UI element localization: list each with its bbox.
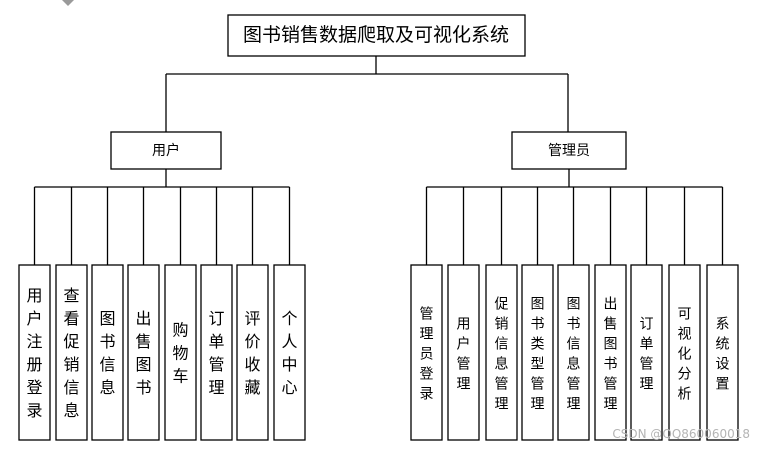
root-label: 图书销售数据爬取及可视化系统 [243, 24, 509, 46]
user-function-group: 用户注册登录 查看促销信息 图书信息 出售图书 购物车 订单管理 评价收藏 个人中心 [18, 186, 306, 441]
admin-item-label: 用户管理 [457, 317, 471, 393]
user-item-box [164, 264, 197, 441]
user-item-box [200, 264, 233, 441]
admin-item-box [485, 264, 518, 441]
admin-label: 管理员 [548, 143, 590, 159]
corner-fragment [62, 0, 74, 6]
admin-box [511, 131, 627, 170]
user-item-box [236, 264, 269, 441]
user-item-label: 用户注册登录 [26, 286, 42, 420]
admin-item-label: 系统设置 [716, 317, 730, 393]
admin-item-label: 图书类型管理 [531, 297, 545, 413]
admin-item-label: 管理员登录 [420, 307, 434, 403]
admin-item-box [447, 264, 480, 441]
user-item-box [273, 264, 306, 441]
admin-item-box [594, 264, 627, 441]
user-item-label: 购物车 [172, 321, 188, 386]
user-item-label: 出售图书 [135, 309, 151, 397]
user-item-box [127, 264, 160, 441]
user-item-label: 图书信息 [99, 309, 115, 397]
admin-item-box [521, 264, 554, 441]
admin-item-box [410, 264, 443, 441]
admin-item-label: 可视化分析 [678, 307, 692, 403]
user-item-label: 评价收藏 [244, 309, 260, 397]
watermark: CSDN @QQ860060018 [612, 427, 750, 441]
admin-item-label: 订单管理 [640, 317, 654, 393]
root-box [227, 14, 526, 57]
admin-item-label: 出售图书管理 [604, 297, 618, 413]
admin-item-box [668, 264, 701, 441]
admin-item-box [557, 264, 590, 441]
user-label: 用户 [152, 142, 180, 159]
admin-item-box [630, 264, 663, 441]
admin-item-box [706, 264, 739, 441]
user-item-label: 订单管理 [208, 309, 224, 397]
user-item-box [18, 264, 51, 441]
user-item-label: 查看促销信息 [63, 286, 79, 420]
user-item-box [55, 264, 88, 441]
admin-item-label: 促销信息管理 [495, 297, 509, 413]
user-item-box [91, 264, 124, 441]
admin-item-label: 图书信息管理 [567, 297, 581, 413]
user-item-label: 个人中心 [281, 309, 297, 397]
admin-function-group: 管理员登录 用户管理 促销信息管理 图书类型管理 图书信息管理 出售图书管理 订单管理 可视化… [410, 186, 739, 441]
